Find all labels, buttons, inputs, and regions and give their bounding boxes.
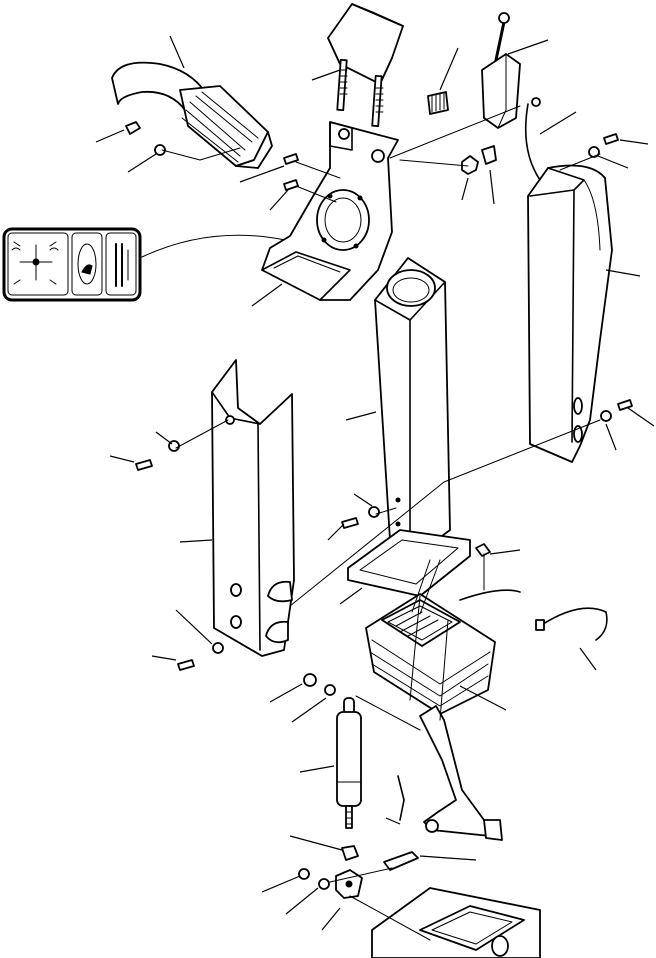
control-pattern-decal: [2, 227, 142, 302]
decal-hand-icon: [77, 243, 97, 285]
lower-clevis-bracket: [335, 851, 419, 899]
linkage-lever-arm: [397, 705, 503, 841]
decal-text-column: [115, 243, 129, 287]
joystick-boot-with-grip: [111, 61, 273, 169]
assembly-center-lines: [161, 105, 601, 941]
lower-bellows-boot: [365, 593, 496, 715]
leader-lines: [95, 35, 655, 931]
base-housing: [371, 887, 541, 958]
right-side-cover: [527, 164, 613, 463]
control-knob: [327, 3, 404, 128]
decal-leader-line: [141, 234, 286, 258]
center-column-tube: [374, 257, 451, 561]
base-gasket: [347, 529, 471, 597]
left-front-cover: [211, 359, 295, 657]
decal-pattern-icon: [11, 241, 59, 285]
gas-spring: [336, 697, 362, 829]
hardware-fasteners: [125, 91, 633, 890]
upper-mounting-bracket: [261, 121, 399, 301]
